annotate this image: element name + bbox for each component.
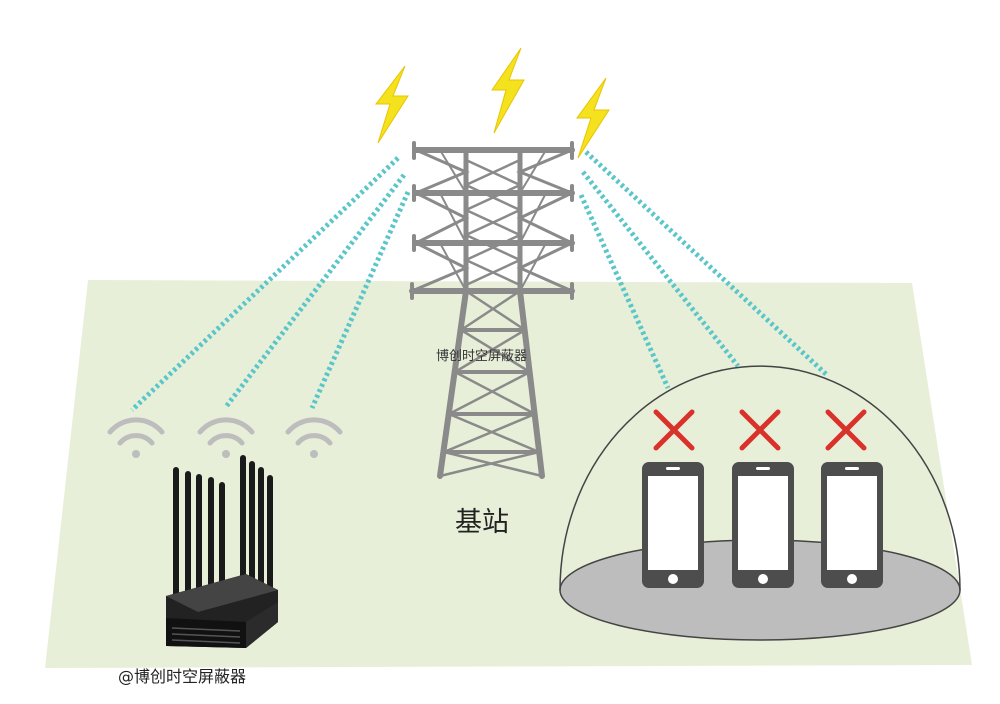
signal-beam-right-3 — [578, 193, 671, 390]
jammer-device — [166, 455, 278, 648]
tower-watermark-text: 博创时空屏蔽器 — [436, 349, 528, 364]
cross-icons — [653, 409, 867, 451]
signal-beams — [130, 150, 830, 412]
phones — [642, 462, 883, 588]
wifi-icon — [107, 417, 165, 458]
signal-beam-left-1 — [130, 156, 400, 412]
phone-icon — [642, 462, 704, 588]
cross-icon — [739, 409, 781, 451]
wifi-icons — [107, 417, 343, 458]
signal-beam-right-1 — [584, 150, 830, 378]
credit-text: @博创时空屏蔽器 — [118, 667, 247, 686]
lightning-icon — [576, 77, 610, 159]
base-station-label: 基站 — [455, 507, 509, 538]
lightning-icon — [491, 47, 525, 134]
transmission-tower — [409, 141, 575, 479]
signal-beam-left-2 — [223, 173, 406, 410]
jammer-antennas — [173, 455, 273, 613]
lightning-bolts — [374, 47, 610, 159]
wifi-icon — [285, 417, 343, 458]
cross-icon — [825, 409, 867, 451]
lightning-icon — [374, 65, 409, 144]
phone-icon — [732, 462, 794, 588]
wifi-icon — [197, 417, 255, 458]
dome-shell — [559, 365, 961, 591]
shielding-dome — [559, 365, 961, 641]
phone-icon — [821, 462, 883, 588]
signal-beam-right-2 — [581, 170, 740, 368]
cross-icon — [653, 409, 695, 451]
